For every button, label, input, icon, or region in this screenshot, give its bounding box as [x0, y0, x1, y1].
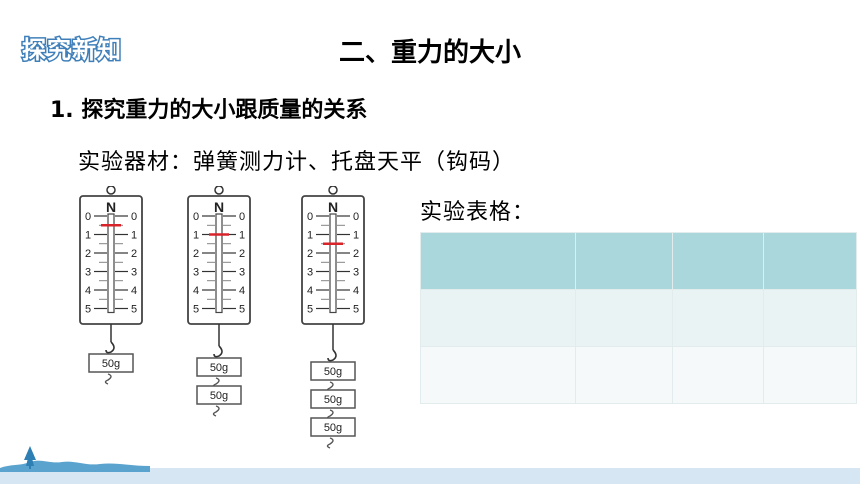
tick-label: 5	[131, 304, 137, 316]
tick-label: 2	[307, 248, 313, 260]
hook-icon	[213, 345, 223, 358]
section-badge: 探究新知 探究新知	[21, 30, 123, 66]
section-heading: 1. 探究重力的大小跟质量的关系	[50, 98, 368, 123]
scale-tube	[329, 213, 337, 314]
weight-hook-icon	[104, 373, 112, 385]
weight-label: 50g	[324, 422, 342, 434]
tick-label: 1	[353, 230, 359, 242]
spring-scale: N 0 0 1 1 2 2 3 3 4 4 5 5 50g 50g	[187, 186, 251, 417]
tick-label: 1	[131, 230, 137, 242]
tick-label: 4	[353, 285, 359, 297]
section-badge-label: 探究新知	[22, 36, 122, 64]
scale-tube	[107, 213, 115, 314]
slide-title: 二、重力的大小	[338, 38, 521, 68]
tick-label: 4	[85, 285, 91, 297]
table-row	[420, 232, 857, 290]
tick-label: 3	[239, 267, 245, 279]
tick-label: 1	[85, 230, 91, 242]
weight-label: 50g	[324, 366, 342, 378]
table-cell[interactable]	[420, 346, 576, 404]
weight-block	[88, 353, 134, 373]
hanger-ring	[214, 186, 224, 195]
tick-label: 3	[353, 267, 359, 279]
table-cell[interactable]	[763, 289, 857, 347]
scale-unit: N	[214, 199, 224, 215]
table-cell[interactable]	[575, 232, 673, 290]
table-label: 实验表格：	[420, 200, 536, 225]
weight-block	[196, 385, 242, 405]
tick-label: 5	[193, 304, 199, 316]
table-row	[420, 289, 857, 347]
weight-label: 50g	[210, 362, 228, 374]
tick-label: 2	[131, 248, 137, 260]
table-cell[interactable]	[763, 232, 857, 290]
tick-label: 5	[307, 304, 313, 316]
tick-label: 4	[193, 285, 199, 297]
table-row	[420, 346, 857, 404]
footer-bar	[0, 468, 860, 484]
weight-block	[310, 389, 356, 409]
spring-scale: N 0 0 1 1 2 2 3 3 4 4 5 5 50g	[79, 186, 143, 385]
tick-label: 4	[307, 285, 313, 297]
table-cell[interactable]	[575, 346, 673, 404]
materials-text: 实验器材：弹簧测力计、托盘天平（钩码）	[78, 150, 516, 175]
tick-label: 2	[85, 248, 91, 260]
tick-label: 3	[193, 267, 199, 279]
tick-label: 3	[307, 267, 313, 279]
table-cell[interactable]	[575, 289, 673, 347]
spring-scales-figure: N 0 0 1 1 2 2 3 3 4 4 5 5 50g N 0 0 1 1 2 2 3 3 4 4 5 5 50g 50g N 0 0 1 1…	[79, 186, 365, 449]
table-cell[interactable]	[672, 232, 764, 290]
tick-label: 0	[131, 211, 137, 223]
scale-unit: N	[328, 199, 338, 215]
tick-label: 0	[193, 211, 199, 223]
tick-label: 5	[85, 304, 91, 316]
scale-unit: N	[106, 199, 116, 215]
tick-label: 1	[307, 230, 313, 242]
spring-scale: N 0 0 1 1 2 2 3 3 4 4 5 5 50g 50g 50g	[301, 186, 365, 449]
tick-label: 0	[307, 211, 313, 223]
weight-label: 50g	[210, 390, 228, 402]
hook-icon	[327, 349, 337, 362]
weight-label: 50g	[324, 394, 342, 406]
weight-label: 50g	[102, 358, 120, 370]
tick-label: 4	[131, 285, 137, 297]
tick-label: 0	[85, 211, 91, 223]
hook-icon	[105, 341, 115, 354]
tick-label: 3	[131, 267, 137, 279]
weight-block	[196, 357, 242, 377]
tick-label: 5	[239, 304, 245, 316]
weight-hook-icon	[212, 405, 220, 417]
table-cell[interactable]	[420, 232, 576, 290]
table-cell[interactable]	[763, 346, 857, 404]
tick-label: 0	[353, 211, 359, 223]
table-cell[interactable]	[672, 346, 764, 404]
tick-label: 2	[239, 248, 245, 260]
table-cell[interactable]	[420, 289, 576, 347]
tick-label: 2	[193, 248, 199, 260]
section-badge-outline: 探究新知	[21, 35, 123, 66]
hanger-ring	[106, 186, 116, 195]
tick-label: 4	[239, 285, 245, 297]
tick-label: 0	[239, 211, 245, 223]
weight-block	[310, 417, 356, 437]
tree-landscape-icon	[0, 446, 150, 472]
hanger-ring	[328, 186, 338, 195]
tick-label: 3	[85, 267, 91, 279]
weight-block	[310, 361, 356, 381]
weight-hook-icon	[326, 437, 334, 449]
tick-label: 1	[193, 230, 199, 242]
experiment-table	[420, 232, 857, 404]
table-cell[interactable]	[672, 289, 764, 347]
scale-tube	[215, 213, 223, 314]
tick-label: 2	[353, 248, 359, 260]
tick-label: 1	[239, 230, 245, 242]
tick-label: 5	[353, 304, 359, 316]
